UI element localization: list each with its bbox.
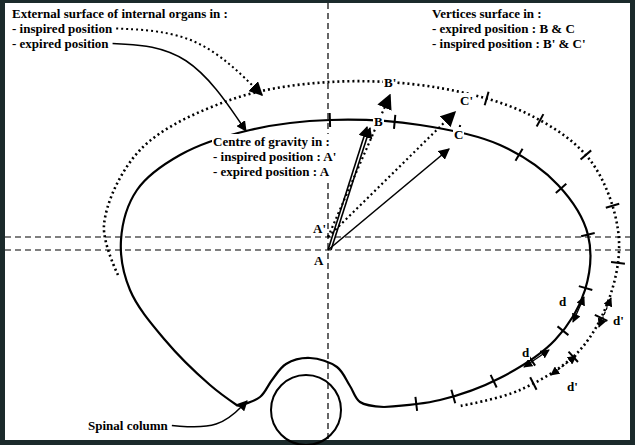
surface-tick [485, 92, 489, 105]
axis-line [327, 3, 328, 440]
legend-note: - inspired position : B' & C' [432, 36, 586, 51]
surface-tick [537, 114, 544, 126]
inspired-outline [104, 81, 619, 406]
legend-note: Centre of gravity in : [212, 134, 331, 149]
surface-tick [415, 397, 417, 411]
surface-tick [530, 377, 536, 389]
leader-line [172, 401, 247, 427]
leader-line [116, 29, 262, 96]
surface-tick [491, 375, 497, 388]
legend-note: - expired position : B & C [432, 21, 575, 36]
dimension-label: d [558, 294, 567, 309]
leader-line [113, 44, 246, 132]
surface-tick [595, 315, 608, 321]
vertex-ray [328, 112, 455, 237]
axis-line [5, 249, 630, 250]
surface-tick [556, 184, 566, 193]
point-label: A' [312, 221, 327, 236]
surface-tick [611, 262, 625, 264]
surface-tick [581, 150, 592, 159]
surface-tick [329, 113, 331, 127]
surface-tick [515, 149, 522, 161]
spinal-column [271, 375, 341, 445]
point-label: B' [383, 75, 397, 90]
distance-arrow [551, 356, 576, 375]
distance-arrow [573, 297, 584, 322]
vertex-ray [328, 149, 449, 250]
point-label: A [313, 253, 324, 268]
surface-tick [606, 204, 619, 208]
legend-note: External surface of internal organs in : [12, 6, 228, 21]
surface-tick [451, 390, 455, 403]
distance-arrow [599, 298, 611, 327]
legend-note: - expired position : A [212, 164, 330, 179]
surface-tick [557, 326, 568, 335]
surface-tick [581, 233, 595, 236]
expired-outline [121, 120, 591, 407]
dimension-label: d [521, 345, 530, 360]
vertex-ray [328, 127, 367, 250]
expired-outline [238, 358, 384, 407]
point-label: B [373, 114, 384, 129]
point-label: C' [459, 93, 474, 108]
dimension-label: d' [612, 313, 625, 328]
vertex-ray [328, 95, 390, 237]
point-label: C [453, 127, 464, 142]
axis-line [5, 236, 630, 237]
legend-note: Vertices surface in : [432, 6, 542, 21]
legend-note: - inspired position : A' [212, 149, 337, 164]
surface-tick [579, 286, 592, 290]
dimension-label: d' [566, 379, 579, 394]
legend-note: - expired position [12, 36, 109, 51]
part-label: Spinal column [88, 418, 168, 433]
legend-note: - inspired position [12, 21, 112, 36]
surface-tick [394, 115, 395, 129]
